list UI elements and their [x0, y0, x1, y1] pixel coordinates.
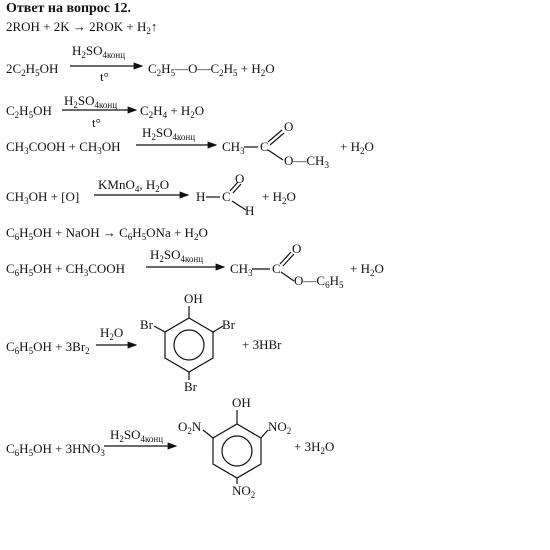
- bond-ester1-c-o-double-b: [269, 132, 285, 146]
- ester-2-carbonyl-o: O: [292, 241, 302, 256]
- ester-2-carbon: C: [272, 261, 281, 276]
- equation-5-oxidant: KMnO4, H2O: [98, 177, 170, 194]
- equation-2-catalyst: H2SO4конц: [72, 43, 126, 60]
- equation-7-reactants: C6H5OH + CH3COOH: [6, 261, 126, 278]
- bond-ester2-c-o-double-b: [282, 253, 295, 267]
- equation-5-water: + H2O: [262, 189, 296, 206]
- equation-8-hbr: + 3HBr: [242, 337, 282, 352]
- equation-2-product: C2H5—O—C2H5 + H2O: [148, 61, 275, 78]
- equation-2-temperature: t°: [100, 69, 109, 84]
- equation-9-catalyst: H2SO4конц: [110, 427, 164, 444]
- bond-aldehyde-c-o-double-b: [232, 183, 242, 194]
- equation-7-catalyst: H2SO4конц: [150, 247, 204, 264]
- bond-ester1-c-o-single: [267, 149, 284, 161]
- ester-1-methoxy: O—CH3: [284, 153, 329, 170]
- picric-acid-no2-bottom: NO2: [232, 483, 256, 500]
- page-title: Ответ на вопрос 12.: [6, 1, 132, 16]
- bond-aldehyde-c-h: [231, 200, 247, 211]
- equation-9-water: + 3H2O: [294, 439, 335, 456]
- equation-4-catalyst: H2SO4конц: [142, 125, 196, 142]
- picric-acid-oh: OH: [232, 395, 251, 410]
- picric-acid-aromatic-circle: [221, 435, 253, 467]
- equation-1: 2ROH + 2K → 2ROK + H2↑: [6, 19, 158, 36]
- equation-3-reactant: C2H5OH: [6, 103, 52, 120]
- equation-3-product: C2H4 + H2O: [140, 103, 205, 120]
- tribromophenol-br-bottom: Br: [184, 379, 197, 394]
- equation-3-catalyst: H2SO4конц: [64, 93, 118, 110]
- bond-ester2-c-o-double-a: [279, 251, 292, 265]
- equation-4-water: + H2O: [340, 139, 374, 156]
- tribromophenol-br-right: Br: [222, 317, 235, 332]
- aldehyde-oxygen: O: [235, 171, 245, 186]
- picric-acid-ring: [212, 423, 262, 479]
- ester-1-carbon: C: [260, 139, 269, 154]
- bond-ester2-c-o-single: [280, 271, 295, 282]
- ester-1-ch3: CH3: [222, 139, 245, 156]
- aldehyde-h-bottom: H: [245, 203, 255, 218]
- equation-7-water: + H2O: [350, 261, 384, 278]
- tribromophenol-aromatic-circle: [173, 329, 205, 361]
- aldehyde-h-left: H: [196, 189, 206, 204]
- picric-acid-no2-left: O2N: [178, 419, 202, 436]
- equation-5-reactants: CH3OH + [O]: [6, 189, 80, 206]
- equation-2-reactant: 2C2H5OH: [6, 61, 59, 78]
- bond-ester1-c-o-double-a: [267, 129, 283, 143]
- bond-ring-br-right: [212, 325, 224, 333]
- bond-aldehyde-c-o-double-a: [229, 181, 239, 192]
- bond-ring-br-left: [153, 325, 166, 333]
- equation-6: C6H5OH + NaOH → C6H5ONa + H2O: [6, 225, 208, 242]
- tribromophenol-br-left: Br: [140, 317, 153, 332]
- equation-8-solvent: H2O: [100, 325, 124, 342]
- equation-8-reactants: C6H5OH + 3Br2: [6, 339, 90, 356]
- equation-3-temperature: t°: [92, 115, 101, 130]
- tribromophenol-ring: [164, 317, 214, 373]
- tribromophenol-oh: OH: [184, 291, 203, 306]
- ester-2-phenoxy: O—C6H5: [294, 273, 344, 290]
- picric-acid-no2-right: NO2: [268, 419, 292, 436]
- bond-picric-no2-right: [260, 429, 269, 439]
- ester-2-ch3: CH3: [230, 261, 253, 278]
- bond-picric-no2-left: [202, 429, 214, 439]
- equation-9-reactants: C6H5OH + 3HNO3: [6, 441, 105, 458]
- equation-4-reactants: CH3COOH + CH3OH: [6, 139, 121, 156]
- ester-1-carbonyl-o: O: [284, 119, 294, 134]
- aldehyde-carbon: C: [222, 189, 231, 204]
